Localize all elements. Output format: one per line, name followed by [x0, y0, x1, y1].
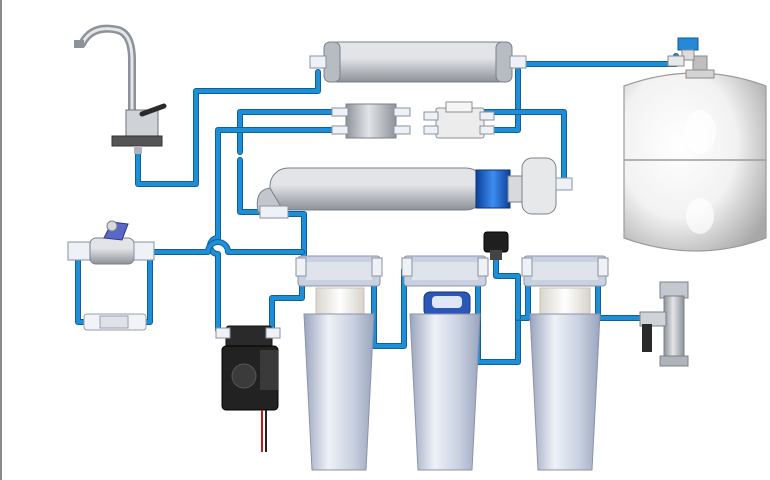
- tube-post-to-valves: [482, 68, 520, 132]
- left-border-line: [0, 0, 2, 480]
- faucet: [74, 24, 167, 154]
- tube-inlet-loop-right: [138, 254, 152, 324]
- ro-membrane-housing: [256, 157, 573, 219]
- flow-restrictor: [83, 313, 147, 331]
- pressure-switch: [483, 231, 509, 260]
- feed-water-adapter: [639, 281, 689, 367]
- shutoff-valve: [423, 101, 495, 139]
- tank-valve: [667, 37, 699, 67]
- sediment-filter: [295, 255, 383, 471]
- tube-inlet-loop-left: [76, 250, 90, 324]
- tube-inlet-to-pump: [148, 240, 304, 254]
- carbon-block-filter: [401, 255, 489, 471]
- polypropylene-filter: [521, 255, 609, 471]
- tube-faucet-supply: [136, 70, 320, 186]
- tube-check-to-membrane: [238, 110, 342, 154]
- tube-tank-line: [510, 54, 678, 66]
- check-valve: [331, 103, 411, 139]
- tube-shutoff-to-membrane: [482, 110, 566, 188]
- storage-tank: [623, 55, 767, 252]
- tube-f1-to-f2: [372, 268, 406, 348]
- tube-membrane-drain: [238, 158, 264, 214]
- inlet-ball-valve: [67, 220, 155, 265]
- booster-pump: [215, 325, 281, 452]
- tube-pressure-switch: [494, 252, 520, 320]
- tube-pressure-switch-outline: [493, 251, 521, 321]
- post-carbon-filter: [309, 41, 527, 83]
